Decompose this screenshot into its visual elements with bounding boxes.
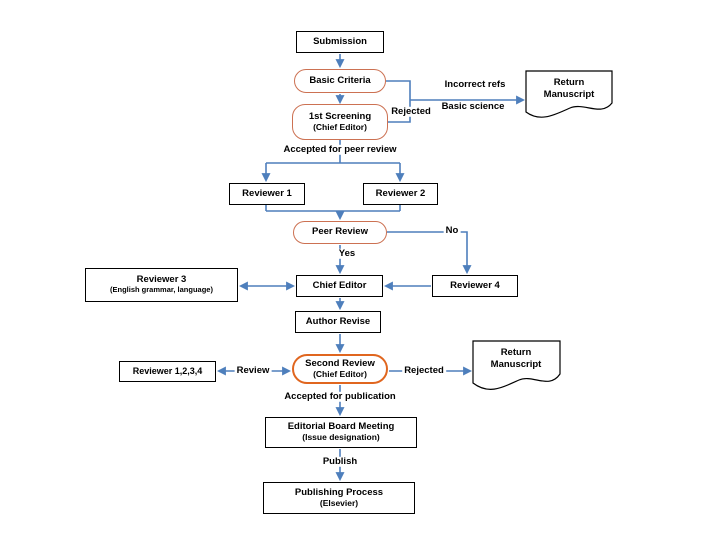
node-reviewer-3: Reviewer 3 (English grammar, language) <box>85 268 238 302</box>
edge-label-accepted-for-publication: Accepted for publication <box>282 390 398 403</box>
node-basic-criteria: Basic Criteria <box>294 69 386 93</box>
node-publishing-process-sublabel: (Elsevier) <box>319 497 359 508</box>
line-rejected-bracket <box>386 80 411 123</box>
node-editorial-board-meeting-label: Editorial Board Meeting <box>287 421 395 433</box>
node-submission: Submission <box>296 31 384 53</box>
node-peer-review: Peer Review <box>293 221 387 244</box>
node-editorial-board-meeting-sublabel: (Issue designation) <box>302 432 380 443</box>
node-second-review-label: Second Review <box>305 357 375 369</box>
edge-label-no: No <box>443 224 461 237</box>
node-basic-criteria-label: Basic Criteria <box>309 74 371 86</box>
node-reviewer-1234: Reviewer 1,2,3,4 <box>119 361 216 382</box>
line-converge-bar <box>265 205 401 212</box>
node-editorial-board-meeting: Editorial Board Meeting (Issue designati… <box>265 417 417 448</box>
node-author-revise: Author Revise <box>295 311 381 333</box>
node-peer-review-label: Peer Review <box>312 226 368 238</box>
node-second-review-sublabel: (Chief Editor) <box>313 368 367 379</box>
node-reviewer-1-label: Reviewer 1 <box>242 187 292 199</box>
node-reviewer-3-label: Reviewer 3 <box>136 274 187 286</box>
node-reviewer-1: Reviewer 1 <box>229 183 305 205</box>
node-publishing-process-label: Publishing Process <box>294 486 384 498</box>
edge-label-rejected-bottom: Rejected <box>402 364 446 377</box>
node-first-screening-label: 1st Screening <box>308 110 372 122</box>
return-manuscript-top-label: Return Manuscript <box>543 77 595 100</box>
node-reviewer-2-label: Reviewer 2 <box>375 187 426 199</box>
node-first-screening: 1st Screening (Chief Editor) <box>292 104 388 140</box>
edge-label-incorrect-refs: Incorrect refs <box>442 78 508 91</box>
edge-label-accepted-for-peer-review: Accepted for peer review <box>281 143 399 156</box>
arrow-no-reviewer4 <box>387 231 472 275</box>
edge-label-review: Review <box>234 364 272 377</box>
node-chief-editor: Chief Editor <box>296 275 383 297</box>
node-chief-editor-label: Chief Editor <box>312 279 367 291</box>
node-reviewer-4: Reviewer 4 <box>432 275 518 297</box>
node-reviewer-1234-label: Reviewer 1,2,3,4 <box>132 366 203 377</box>
return-manuscript-bottom-document-shape <box>472 340 561 390</box>
edge-label-rejected-top: Rejected <box>389 105 433 118</box>
node-reviewer-4-label: Reviewer 4 <box>450 279 500 291</box>
edge-label-basic-science: Basic science <box>439 100 507 113</box>
node-reviewer-2: Reviewer 2 <box>363 183 438 205</box>
node-reviewer-3-sublabel: (English grammar, language) <box>110 285 213 295</box>
return-manuscript-bottom-label: Return Manuscript <box>490 347 542 370</box>
return-manuscript-top-document-shape <box>525 70 613 118</box>
node-submission-label: Submission <box>313 35 367 47</box>
node-first-screening-sublabel: (Chief Editor) <box>313 121 367 132</box>
node-author-revise-label: Author Revise <box>305 315 371 327</box>
edge-label-yes: Yes <box>336 247 358 260</box>
edge-label-publish: Publish <box>320 455 360 468</box>
node-publishing-process: Publishing Process (Elsevier) <box>263 482 415 514</box>
node-second-review: Second Review (Chief Editor) <box>292 354 388 384</box>
